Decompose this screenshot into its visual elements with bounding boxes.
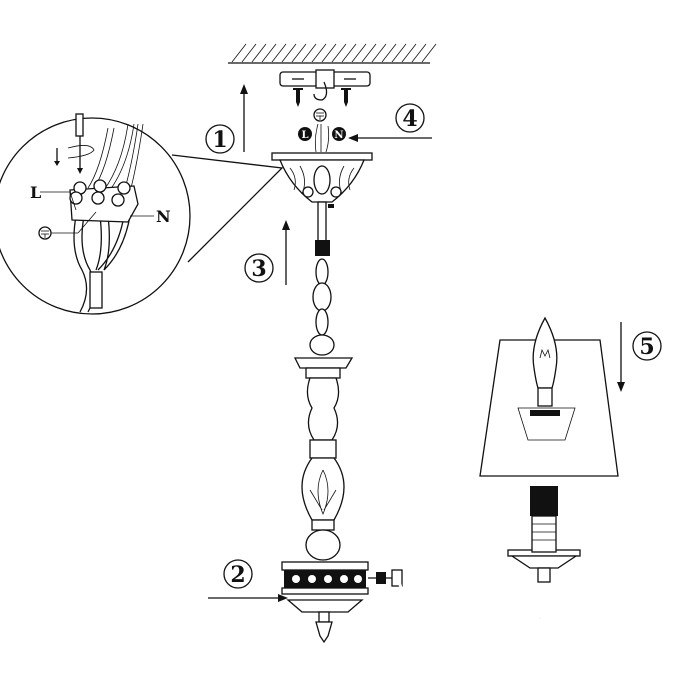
svg-text:2: 2 <box>230 562 245 588</box>
step-1-badge: 1 <box>205 124 235 154</box>
ceiling-hatch-line <box>371 43 387 63</box>
ceiling-hatch-line <box>251 43 267 63</box>
screw-icon <box>293 88 351 107</box>
svg-text:5: 5 <box>639 334 654 360</box>
ceiling-hatch-line <box>271 43 287 63</box>
arrow-step-4 <box>348 134 432 142</box>
ceiling-hatch-line <box>411 43 427 63</box>
svg-text:1: 1 <box>212 127 227 153</box>
chandelier-column <box>293 357 354 561</box>
lamp-shade <box>479 339 619 477</box>
ceiling-hatch-line <box>401 43 417 63</box>
ceiling-hatch-line <box>261 43 277 63</box>
ceiling-hatch-line <box>291 43 307 63</box>
ceiling-hatch-line <box>421 43 437 63</box>
rod-and-chain <box>309 201 335 356</box>
ceiling-canopy <box>271 152 373 203</box>
ceiling-hatch-line <box>341 43 357 63</box>
chandelier-body-ring <box>281 561 369 644</box>
svg-text:3: 3 <box>251 256 266 282</box>
inset-neutral-label: N <box>156 207 171 226</box>
arm-bobeche <box>507 549 581 583</box>
arrow-step-1 <box>240 84 248 152</box>
inset-live-label: L <box>30 183 41 202</box>
svg-text:N: N <box>334 130 343 141</box>
candle-socket <box>530 486 558 553</box>
ceiling-hatch-line <box>301 43 317 63</box>
step-4-badge: 4 <box>395 103 425 133</box>
earth-ground-icon <box>313 108 327 122</box>
canopy-live-label: L <box>298 127 312 141</box>
light-bulb-icon <box>530 316 560 416</box>
svg-text:L: L <box>301 130 308 141</box>
svg-text:4: 4 <box>402 106 417 132</box>
terminal-block <box>69 179 139 223</box>
ceiling-hatch-line <box>331 43 347 63</box>
arrow-step-3 <box>282 220 290 285</box>
inset-earth-icon <box>38 211 97 240</box>
canopy-neutral-label: N <box>332 127 346 141</box>
ceiling-hatch-line <box>381 43 397 63</box>
step-3-badge: 3 <box>244 253 274 283</box>
ceiling-hatch-line <box>241 43 257 63</box>
screwdriver-icon <box>54 113 95 174</box>
step-2-badge: 2 <box>223 559 253 589</box>
ceiling-hatch-line <box>361 43 377 63</box>
mounting-bracket <box>279 69 371 101</box>
ceiling-hatch-line <box>391 43 407 63</box>
ceiling <box>228 43 437 64</box>
arrow-step-2 <box>208 594 288 602</box>
arrow-step-5 <box>617 322 625 392</box>
arm-connector <box>368 569 403 587</box>
ceiling-hatch-line <box>311 43 327 63</box>
lamp-arm <box>398 578 574 654</box>
ceiling-hatch-line <box>281 43 297 63</box>
ceiling-hatch-line <box>231 43 247 63</box>
ceiling-hatch-line <box>351 43 367 63</box>
step-5-badge: 5 <box>632 331 662 361</box>
wiring-detail-inset: L N <box>0 113 284 315</box>
ceiling-hatch-line <box>321 43 337 63</box>
